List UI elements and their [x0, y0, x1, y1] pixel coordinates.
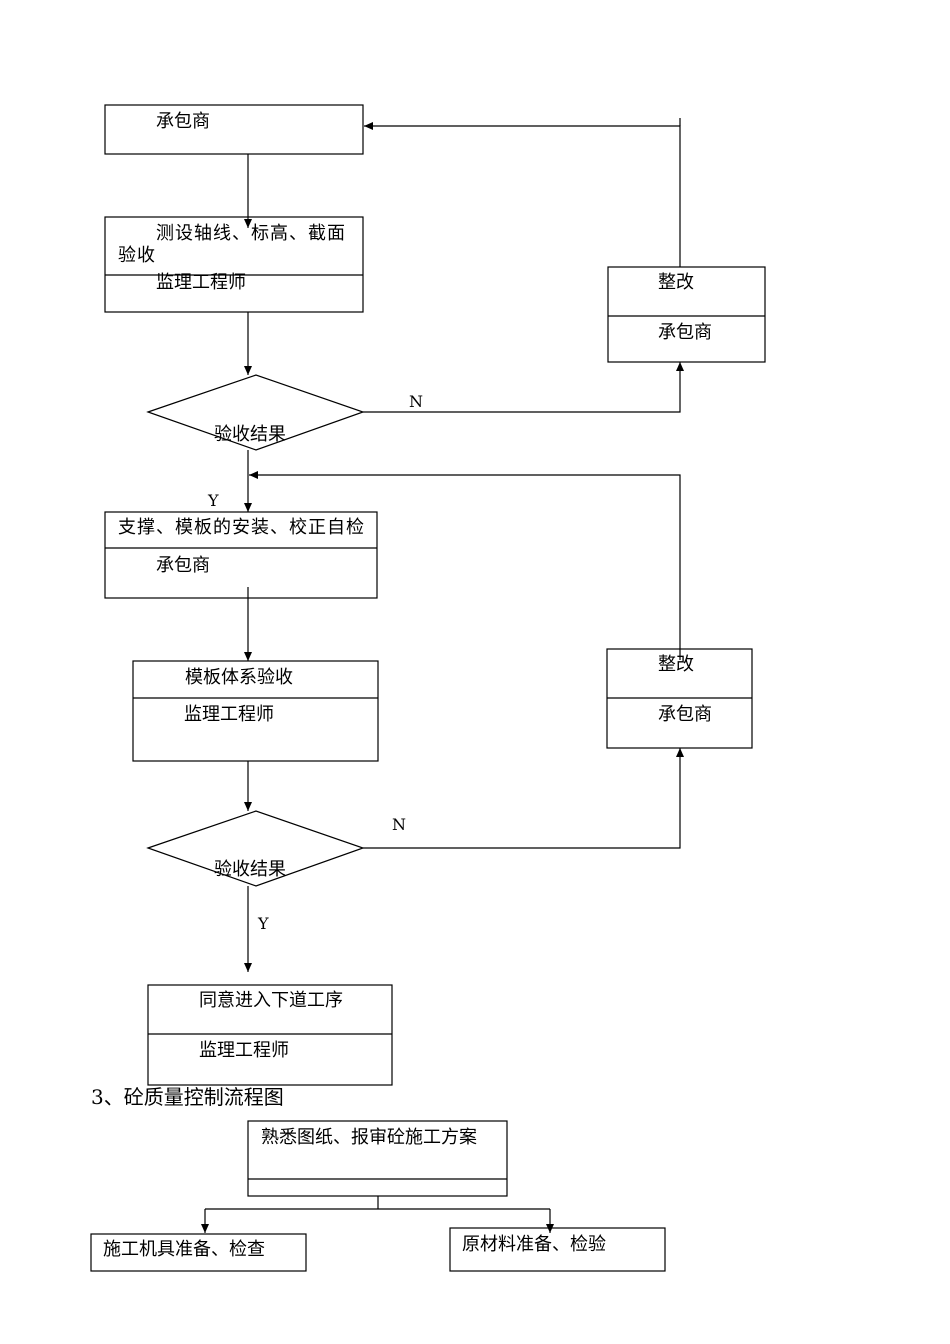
approve-box [147, 984, 393, 1086]
decision1-label: 验收结果 [214, 424, 286, 445]
drawings-title: 熟悉图纸、报审砼施工方案 [261, 1127, 477, 1148]
tools-box [90, 1233, 307, 1272]
decision1-yes-label: Y [208, 491, 219, 510]
approve-role: 监理工程师 [199, 1040, 289, 1061]
materials-title: 原材料准备、检验 [462, 1234, 606, 1255]
rectify2-title: 整改 [658, 654, 694, 675]
contractor-top-box [104, 104, 364, 155]
formwork-title: 模板体系验收 [185, 667, 293, 688]
support-box [104, 511, 378, 599]
arrow-decision2-no [363, 748, 684, 849]
tools-title: 施工机具准备、检查 [103, 1239, 265, 1260]
rectify1-title: 整改 [658, 272, 694, 293]
support-role: 承包商 [156, 555, 210, 576]
contractor-top-label: 承包商 [156, 111, 210, 132]
rectify1-role: 承包商 [658, 322, 712, 343]
survey-title: 测设轴线、标高、截面验收 [118, 223, 346, 266]
rectify2-role: 承包商 [658, 704, 712, 725]
decision1-no-label: N [409, 392, 423, 411]
section3-heading: 3、砼质量控制流程图 [91, 1085, 284, 1109]
decision2-no-label: N [392, 815, 406, 834]
decision2-label: 验收结果 [214, 859, 286, 880]
survey-box [104, 216, 364, 313]
arrow-rectify1-to-contractor [364, 122, 681, 267]
rectify1-box [607, 266, 766, 363]
approve-title: 同意进入下道工序 [199, 990, 343, 1011]
decision2-yes-label: Y [258, 914, 269, 933]
formwork-role: 监理工程师 [184, 704, 274, 725]
materials-box [449, 1227, 666, 1272]
formwork-box [132, 660, 379, 762]
survey-role: 监理工程师 [156, 272, 246, 293]
arrow-rectify2-to-support [249, 471, 681, 660]
support-title: 支撑、模板的安装、校正自检 [118, 517, 365, 538]
arrow-decision1-no [363, 362, 684, 413]
